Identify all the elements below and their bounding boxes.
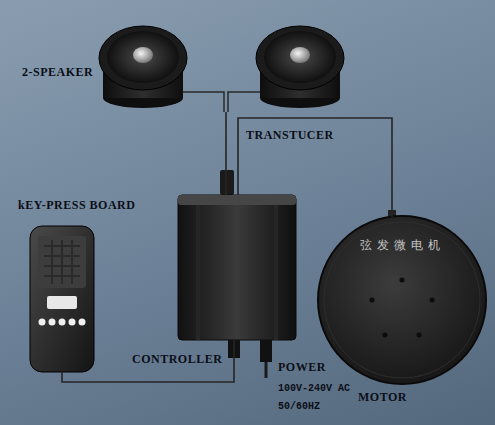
- speaker-left: [99, 26, 187, 108]
- brand-mark: 弦发微电机: [318, 238, 486, 252]
- keypad-button: [79, 319, 86, 326]
- controller-ridge: [274, 205, 278, 340]
- speaker-dome: [290, 47, 310, 63]
- motor-device: [318, 210, 486, 384]
- speaker-right: [256, 26, 344, 108]
- power-plug: [260, 340, 272, 362]
- motor-screw: [370, 298, 375, 303]
- controller-case: [178, 195, 296, 340]
- speaker-wire: [183, 92, 260, 112]
- motor-screw: [417, 333, 422, 338]
- speaker-cone: [264, 31, 336, 83]
- motor-screw: [400, 278, 405, 283]
- keypad-button: [59, 319, 66, 326]
- part-name: kEY-PRESS BOARD: [18, 198, 135, 212]
- keypad-body: [30, 226, 94, 372]
- keypad-display: [47, 296, 77, 309]
- part-name: 2-SPEAKER: [22, 65, 93, 79]
- motor-disc: MOTOR弦发微电机: [318, 216, 486, 384]
- controller-top: [178, 195, 296, 205]
- voltage-spec: 100V-240V AC: [278, 382, 350, 396]
- keypad-screen: [38, 236, 86, 288]
- motor-screw: [430, 298, 435, 303]
- keypad-button: [39, 319, 46, 326]
- speaker-rim: [99, 26, 187, 90]
- frequency-spec: 50/60HZ: [278, 400, 320, 414]
- speaker-rim: [256, 26, 344, 90]
- controller-body: [178, 195, 296, 340]
- transducer-plug: [220, 170, 234, 195]
- cable-connector: [62, 340, 234, 382]
- keypad-button: [49, 319, 56, 326]
- speaker-cone: [107, 31, 179, 83]
- controller-box: CONTROLLER: [178, 195, 296, 340]
- keypad-button: [69, 319, 76, 326]
- speaker-dome: [133, 47, 153, 63]
- screen-pattern: [44, 240, 80, 284]
- speaker-pair: 2-SPEAKER: [18, 18, 348, 112]
- controller-ridge: [196, 205, 200, 340]
- motor-body: [318, 216, 486, 384]
- cable-connector: [225, 112, 227, 195]
- key-press-board: kEY-PRESS BOARD: [30, 226, 94, 372]
- part-name: CONTROLLER: [132, 352, 222, 366]
- motor-screw: [383, 333, 388, 338]
- power-cord: [265, 362, 268, 378]
- cable-label: TRANSTUCER: [246, 128, 334, 142]
- part-name: MOTOR: [358, 390, 407, 404]
- part-name: POWER: [278, 360, 326, 374]
- keypad-device: [30, 226, 94, 372]
- cable-connector: [238, 118, 392, 217]
